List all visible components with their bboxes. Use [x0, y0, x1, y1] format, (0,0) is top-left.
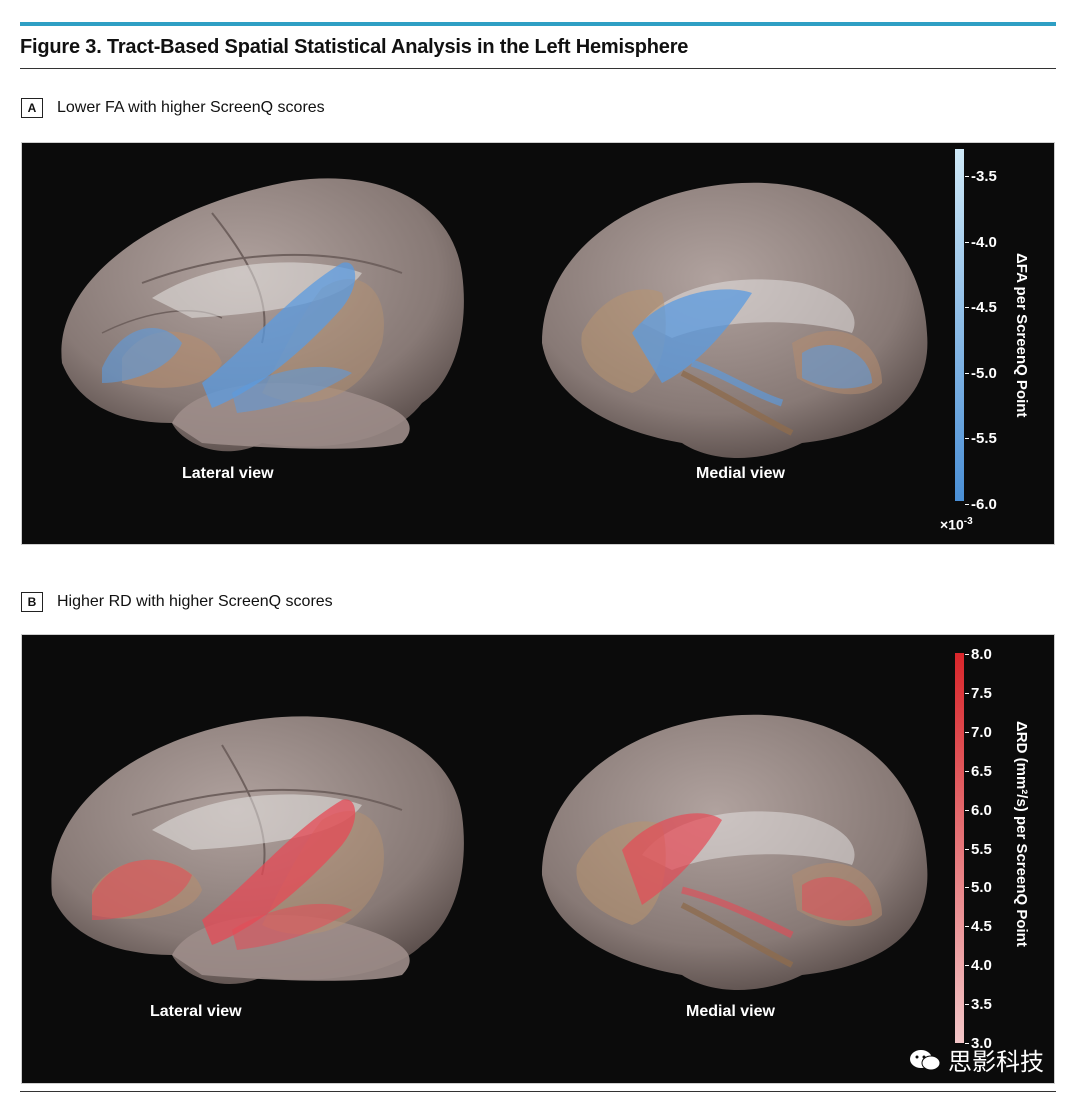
medial-brain-b	[542, 714, 928, 990]
colorbar-tick-label: -4.5	[965, 299, 997, 316]
panel-a-colorbar-label: ΔFA per ScreenQ Point	[1013, 253, 1030, 418]
colorbar-tick-label: 7.0	[965, 723, 992, 741]
colorbar-tick-label: -5.5	[965, 430, 997, 447]
colorbar-tick-label: -4.0	[965, 233, 997, 251]
colorbar-tick-label: 4.0	[965, 957, 992, 975]
wechat-icon	[908, 1048, 942, 1072]
panel-b-letter: B	[21, 592, 43, 612]
medial-brain-a	[542, 182, 928, 459]
panel-a-header: A Lower FA with higher ScreenQ scores	[21, 98, 325, 118]
lateral-brain-a	[61, 178, 464, 452]
panel-a-letter: A	[21, 98, 43, 118]
panel-b-header: B Higher RD with higher ScreenQ scores	[21, 592, 333, 612]
panel-a-image: Lateral view Medial view -3.5 -4.0 -4.5 -5.…	[21, 142, 1055, 545]
panel-a-colorbar-multiplier: ×10-3	[940, 516, 973, 533]
bottom-divider	[20, 1091, 1056, 1092]
panel-b-medial-label: Medial view	[686, 1003, 775, 1020]
colorbar-tick-label: 3.5	[965, 996, 992, 1014]
colorbar-tick-label: 7.5	[965, 684, 992, 702]
colorbar-tick-label: 6.0	[965, 801, 992, 819]
panel-a-caption: Lower FA with higher ScreenQ scores	[57, 99, 325, 116]
lateral-brain-b	[51, 716, 464, 985]
watermark-text: 思影科技	[948, 1049, 1044, 1076]
colorbar-tick-label: 5.0	[965, 879, 992, 897]
panel-a-brain-renderings	[61, 178, 928, 459]
panel-a-medial-label: Medial view	[696, 465, 785, 482]
panel-b-caption: Higher RD with higher ScreenQ scores	[57, 593, 333, 610]
colorbar-tick-label: -3.5	[965, 168, 997, 185]
panel-b-brain-renderings	[51, 714, 928, 990]
panel-b-colorbar	[955, 653, 964, 1043]
top-accent-rule	[20, 22, 1056, 26]
colorbar-tick-label: 8.0	[965, 646, 992, 663]
panel-a-colorbar	[955, 149, 964, 501]
colorbar-tick-label: 6.5	[965, 762, 992, 780]
colorbar-tick-label: 5.5	[965, 840, 992, 858]
panel-a-lateral-label: Lateral view	[182, 465, 274, 482]
panel-b-image: Lateral view Medial view 8.0 7.5 7.0 6.5 6.0…	[21, 634, 1055, 1084]
panel-b-colorbar-label: ΔRD (mm²/s) per ScreenQ Point	[1013, 721, 1030, 947]
colorbar-tick-label: 3.0	[965, 1035, 992, 1052]
title-divider	[20, 68, 1056, 69]
colorbar-tick-label: -5.0	[965, 364, 997, 382]
figure-title: Figure 3. Tract-Based Spatial Statistica…	[20, 36, 689, 58]
colorbar-tick-label: -6.0	[965, 495, 997, 513]
colorbar-tick-label: 4.5	[965, 918, 992, 936]
watermark: 思影科技	[908, 1042, 1044, 1077]
panel-b-lateral-label: Lateral view	[150, 1003, 242, 1020]
